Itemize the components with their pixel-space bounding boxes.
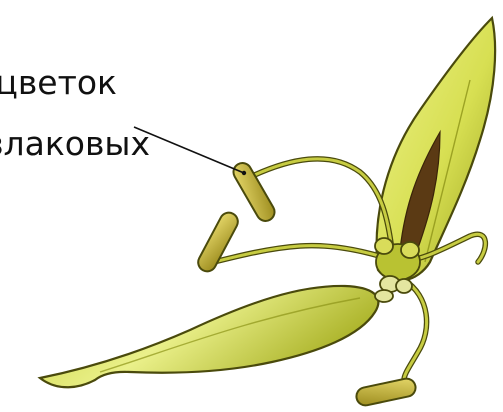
label-line-1: етки цветок	[0, 66, 117, 99]
label-line-2: злаковых	[0, 127, 150, 160]
